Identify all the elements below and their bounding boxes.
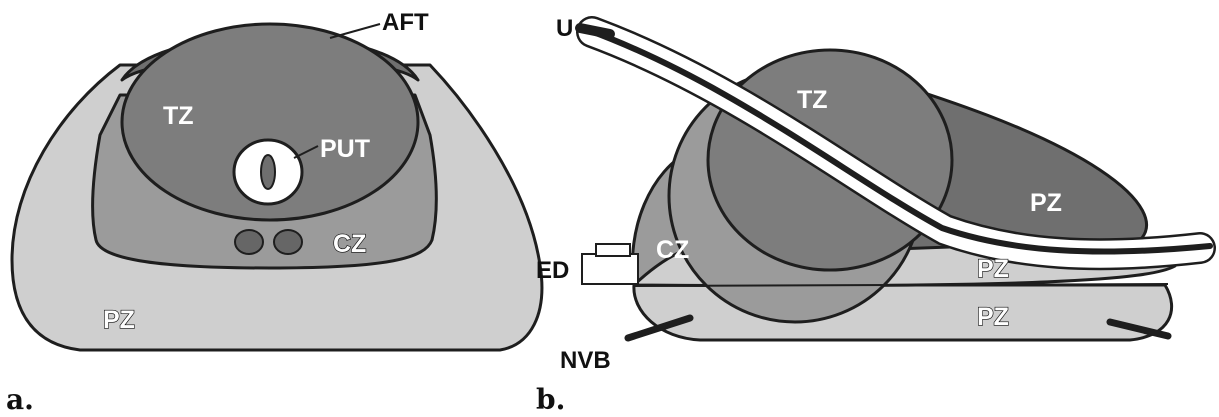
urethral-lumen [261,155,275,189]
label-cz-sagittal: CZ [656,236,689,264]
label-ed: ED [536,257,569,284]
label-cz-axial: CZ [333,230,366,258]
urethra-tip [580,28,610,34]
label-tz-sagittal: TZ [797,86,828,114]
panel-b-sagittal-diagram: U TZ PZ CZ ED PZ PZ NVB b. [536,15,1210,416]
label-nvb: NVB [560,347,611,374]
label-put: PUT [320,135,370,163]
label-aft: AFT [382,9,429,36]
label-tz-axial: TZ [163,102,194,130]
ejaculatory-duct-right [274,230,302,254]
label-pz-upper: PZ [1030,189,1062,217]
label-u: U [556,15,573,42]
ejaculatory-duct-tube-top [596,244,630,256]
label-pz-lower: PZ [977,303,1009,331]
ejaculatory-duct-tube [582,254,638,284]
label-pz-middle: PZ [977,255,1009,283]
panel-label-a: a. [6,383,34,416]
aft-leader-line [330,24,380,38]
panel-a-axial-diagram: AFT TZ PUT CZ PZ a. [6,9,542,416]
ejaculatory-duct-left [235,230,263,254]
label-pz-axial: PZ [103,306,135,334]
panel-label-b: b. [536,383,565,416]
